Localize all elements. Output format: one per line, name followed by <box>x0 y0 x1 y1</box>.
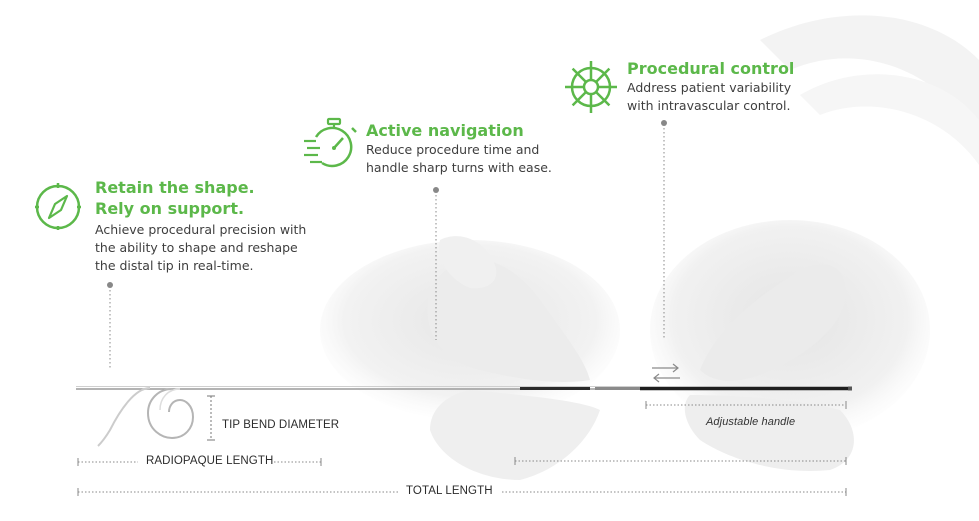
double-arrow-icon <box>652 363 680 383</box>
stopwatch-icon <box>304 117 357 168</box>
ship-wheel-icon <box>565 61 617 113</box>
feature-desc-control: Address patient variability with intrava… <box>627 80 792 113</box>
left-hand-image <box>320 236 620 480</box>
feature-title-shape: Retain the shape. Rely on support. <box>95 178 255 218</box>
right-hand-image <box>650 220 930 471</box>
compass-icon <box>35 183 81 230</box>
feature-desc-navigation: Reduce procedure time and handle sharp t… <box>366 142 552 175</box>
feature-title-navigation: Active navigation <box>366 121 524 140</box>
dimension-lines <box>77 401 847 496</box>
feature-desc-shape: Achieve procedural precision with the ab… <box>95 222 307 273</box>
leader-pins <box>107 120 667 288</box>
tip-curl <box>97 387 195 447</box>
total-length-label: TOTAL LENGTH <box>406 485 493 497</box>
feature-title-control: Procedural control <box>627 59 795 78</box>
radiopaque-length-label: RADIOPAQUE LENGTH <box>146 455 274 467</box>
adjustable-handle-label: Adjustable handle <box>706 416 796 428</box>
tip-bend-diameter-label: TIP BEND DIAMETER <box>222 419 340 431</box>
decorative-swoosh <box>760 15 979 165</box>
